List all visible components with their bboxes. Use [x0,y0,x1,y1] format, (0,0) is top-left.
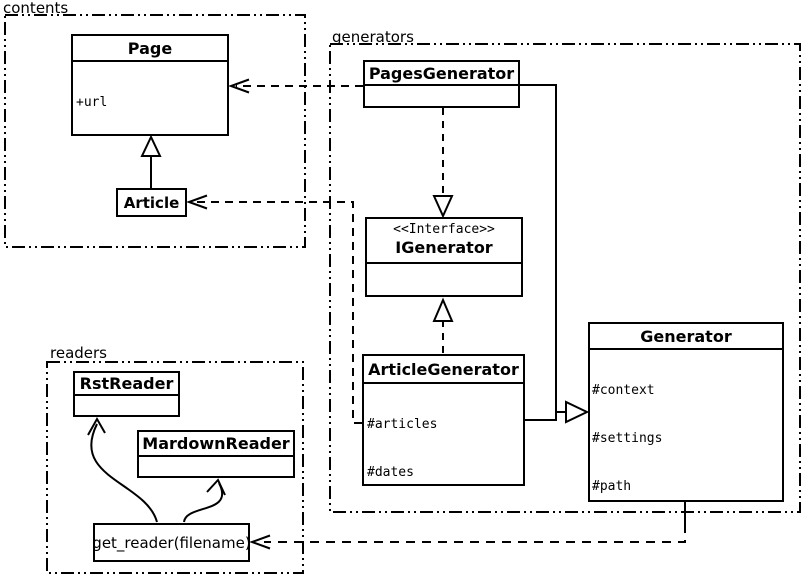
class-title-articlegenerator: ArticleGenerator [368,359,519,379]
realization-arrow-pagesgenerator-to-igenerator [432,108,454,219]
attribute-row: #dates [367,465,414,480]
class-title-pagesgenerator: PagesGenerator [368,63,515,83]
class-title-article: Article [123,193,180,212]
class-methods-mardownreader: +read() [139,455,293,476]
attribute-row: +url [76,95,108,110]
inheritance-arrow-pagesgenerator-to-generator [520,84,566,413]
class-box-articlegenerator: ArticleGenerator #articles #dates #tags … [362,354,525,486]
stereotype-label: <<Interface>> [393,222,495,237]
class-title-igenerator: IGenerator [395,238,493,257]
class-title-page: Page [127,38,173,58]
class-attributes-pagesgenerator: #pages [365,84,518,106]
attribute-row: #articles [367,417,438,432]
class-attributes-articlegenerator: #articles #dates #tags #categories [364,382,523,484]
class-box-article: Article [116,188,187,217]
class-header-igenerator: <<Interface>> IGenerator [367,219,521,262]
class-title-generator: Generator [640,326,732,346]
generators-package-frame [329,43,801,513]
class-attributes-generator: #context #settings #path #theme #output_… [590,348,782,500]
class-title-mardownreader: MardownReader [142,434,290,453]
package-label-generators: generators [332,28,414,46]
function-label-get-reader: get_reader(filename) [93,533,250,552]
attribute-row: #context [592,383,655,398]
class-attributes-page: +url +slug +summary [73,60,227,134]
attribute-row: #settings [592,431,663,446]
realization-arrow-articlegenerator-to-igenerator [432,297,454,353]
class-box-page: Page +url +slug +summary +check_properti… [71,34,229,136]
readers-package-frame [46,361,304,574]
dependency-arrow-articlegenerator-to-article [186,194,362,424]
package-label-contents: contents [3,0,69,17]
inheritance-arrow-article-to-page [140,134,162,188]
attribute-row: #path [592,479,632,494]
curved-arrow-getreader-to-rstreader [87,416,158,523]
contents-package-frame [4,14,306,248]
dependency-arrow-pagesgenerator-to-page [228,78,363,94]
class-methods-rstreader: +read() [75,394,178,415]
class-box-generator: Generator #context #settings #path #them… [588,322,784,502]
dependency-arrow-generator-to-getreader [249,502,686,550]
inheritance-arrow-articlegenerator-to-generator [525,400,590,424]
class-title-rstreader: RstReader [79,374,174,393]
function-box-get-reader: get_reader(filename) [93,523,250,562]
class-box-pagesgenerator: PagesGenerator #pages [363,60,520,108]
class-methods-igenerator: +generate_context() +generate_output() [367,262,521,295]
class-box-igenerator: <<Interface>> IGenerator +generate_conte… [365,217,523,297]
package-label-readers: readers [50,344,107,362]
curved-arrow-getreader-to-mardownreader [183,478,226,523]
class-box-rstreader: RstReader +read() [73,371,180,417]
class-box-mardownreader: MardownReader +read() [137,430,295,478]
